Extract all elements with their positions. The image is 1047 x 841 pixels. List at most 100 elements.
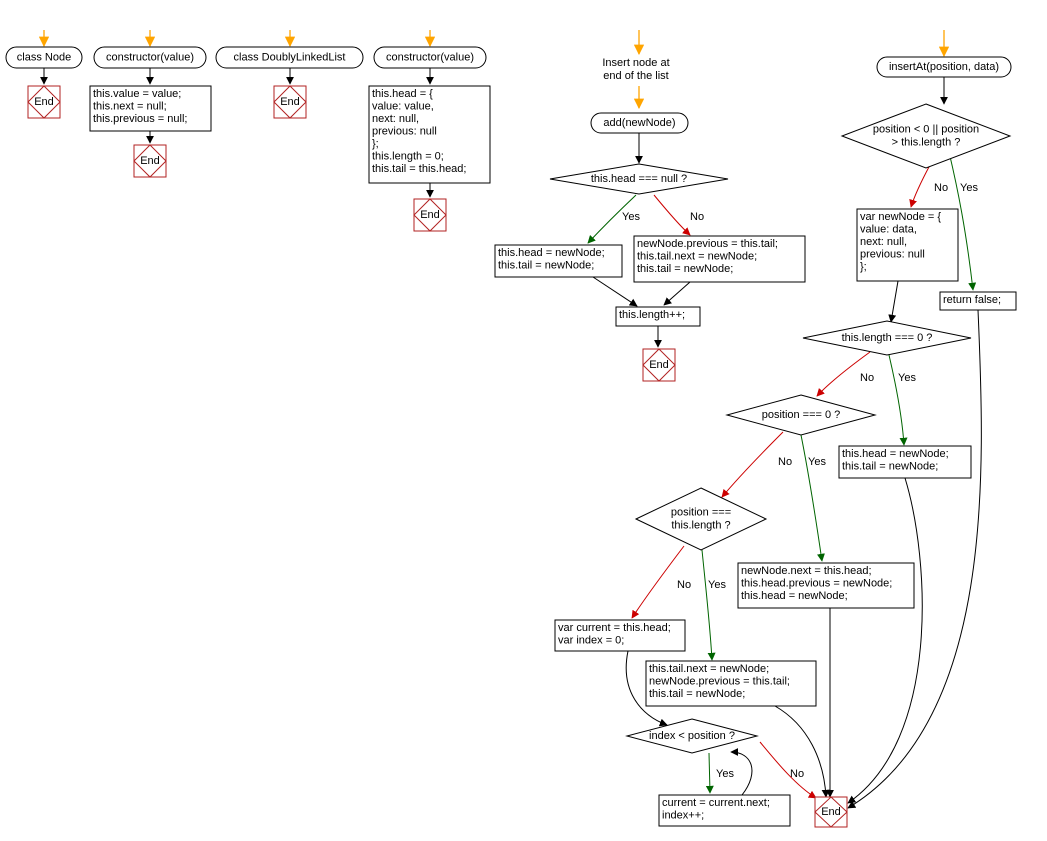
ins-pos0-no-label: No <box>778 456 792 468</box>
ins-current-text: var index = 0; <box>558 634 624 646</box>
ins-pos0-yes-text: this.head.previous = newNode; <box>741 577 892 589</box>
end-label: End <box>649 359 669 371</box>
edge-add-yes <box>587 194 637 244</box>
ctor-node-terminal: constructor(value) <box>93 46 207 69</box>
add-yes-body-text: this.tail = newNode; <box>498 259 594 271</box>
ins-poslen-no-label: No <box>677 579 691 591</box>
edge-len-end <box>847 477 923 804</box>
add-no-body-process: newNode.previous = this.tail;this.tail.n… <box>633 235 806 283</box>
add-no-body-text: this.tail.next = newNode; <box>637 250 757 262</box>
add-yes-label: Yes <box>622 211 640 223</box>
ins-poslen-yes-text: this.tail.next = newNode; <box>649 663 769 675</box>
ins-cond-len-text: this.length === 0 ? <box>842 332 933 344</box>
edge-ins-pos0-yes <box>800 434 825 562</box>
ins-fn-text: insertAt(position, data) <box>889 61 999 73</box>
ctor-node-body-process: this.value = value;this.next = null;this… <box>89 85 212 132</box>
ins-len-yes-process: this.head = newNode;this.tail = newNode; <box>838 445 972 479</box>
ins-loop-body-text: index++; <box>662 809 704 821</box>
add-len-process: this.length++; <box>615 306 701 327</box>
add-no-body-text: this.tail = newNode; <box>637 263 733 275</box>
diamond-in-square-end-icon <box>273 85 307 119</box>
edge-ins-pos0-no <box>721 431 784 498</box>
ins-loop-no-label: No <box>790 768 804 780</box>
end-label: End <box>821 806 841 818</box>
ctor-dll-body-text: next: null, <box>372 113 419 125</box>
diamond-in-square-end-icon <box>133 144 167 178</box>
ins-return-text: return false; <box>943 294 1001 306</box>
ctor-dll-body-process: this.head = { value: value, next: null, … <box>368 85 491 184</box>
end-label: End <box>140 155 160 167</box>
add-no-label: No <box>690 211 704 223</box>
ins-poslen-yes-text: this.tail = newNode; <box>649 688 745 700</box>
edge-ins-current-loop <box>625 650 668 727</box>
add-no-body-text: newNode.previous = this.tail; <box>637 238 778 250</box>
ins-return-process: return false; <box>939 291 1017 311</box>
ctor-node-text: constructor(value) <box>106 51 194 63</box>
end-terminal-2: End <box>133 144 167 178</box>
ins-pos0-yes-process: newNode.next = this.head;this.head.previ… <box>737 562 915 609</box>
ctor-dll-body-text: this.head = { <box>372 88 433 100</box>
ins-poslen-yes-text: newNode.previous = this.tail; <box>649 675 790 687</box>
ins-len-no-label: No <box>860 372 874 384</box>
ins-pos0-yes-text: newNode.next = this.head; <box>741 565 872 577</box>
ins-pos0-yes-label: Yes <box>808 456 826 468</box>
ctor-node-body-text: this.value = value; <box>93 88 181 100</box>
edge-return-end <box>847 309 982 809</box>
ins-cond-len-decision: this.length === 0 ? <box>802 320 972 356</box>
ctor-dll-body-text: previous: null <box>372 125 437 137</box>
ins-newnode-text: previous: null <box>860 248 925 260</box>
ins-len-yes-label: Yes <box>898 372 916 384</box>
edge-ins-loop-back <box>730 748 753 796</box>
edge-ins-poslen-no <box>631 545 685 619</box>
end-terminal-6: End <box>814 796 848 828</box>
add-len-text: this.length++; <box>619 309 685 321</box>
ins-poslen-yes-label: Yes <box>708 579 726 591</box>
ins-cond1-decision: position < 0 || position> this.length ? <box>840 103 1012 169</box>
edge-ins-newnode-lencond <box>888 280 899 323</box>
ins-newnode-text: value: data, <box>860 223 917 235</box>
ctor-dll-terminal: constructor(value) <box>373 46 487 69</box>
ins-cond-loop-decision: index < position ? <box>625 718 759 754</box>
edge-ins-cond1-no <box>909 164 931 208</box>
edge-ins-cond1-yes <box>948 151 977 291</box>
ins-newnode-text: }; <box>860 261 867 273</box>
diamond-in-square-end-icon <box>27 85 61 119</box>
class-dll-text: class DoublyLinkedList <box>234 51 346 63</box>
ins-poslen-yes-process: this.tail.next = newNode;newNode.previou… <box>645 660 817 707</box>
edge-add-yes-len <box>592 276 638 307</box>
ins-newnode-process: var newNode = { value: data, next: null,… <box>856 208 959 282</box>
edge-add-no <box>653 194 691 236</box>
ins-cond-poslen-decision: position ===this.length ? <box>634 487 768 551</box>
add-fn-text: add(newNode) <box>603 117 675 129</box>
ins-cond-loop-text: index < position ? <box>649 730 735 742</box>
ins-current-process: var current = this.head;var index = 0; <box>554 619 686 652</box>
class-node-text: class Node <box>17 51 71 63</box>
ins-loop-body-process: current = current.next;index++; <box>658 794 791 827</box>
edge-ins-len-yes <box>888 354 908 446</box>
end-label: End <box>34 96 54 108</box>
ins-cond-pos0-text: position === 0 ? <box>762 409 841 421</box>
edge-ins-loop-no <box>759 741 817 799</box>
ins-current-text: var current = this.head; <box>558 622 671 634</box>
ctor-dll-body-text: }; <box>372 138 379 150</box>
ins-cond1-text: > this.length ? <box>892 136 961 148</box>
ctor-node-body-text: this.previous = null; <box>93 113 187 125</box>
end-terminal-1: End <box>27 85 61 119</box>
ins-loop-body-text: current = current.next; <box>662 797 770 809</box>
class-node-terminal: class Node <box>5 46 83 69</box>
diamond-in-square-end-icon <box>814 796 848 828</box>
ctor-dll-body-text: value: value, <box>372 100 434 112</box>
end-terminal-3: End <box>273 85 307 119</box>
ctor-dll-body-text: this.tail = this.head; <box>372 163 466 175</box>
add-cond-text: this.head === null ? <box>591 173 687 185</box>
add-fn-terminal: add(newNode) <box>590 112 689 134</box>
ins-cond-poslen-text: this.length ? <box>671 519 730 531</box>
edge-poslen-end <box>774 705 830 798</box>
edge-ins-loop-yes <box>705 752 714 794</box>
ins-newnode-text: var newNode = { <box>860 211 941 223</box>
end-terminal-5: End <box>642 348 676 382</box>
end-label: End <box>280 96 300 108</box>
